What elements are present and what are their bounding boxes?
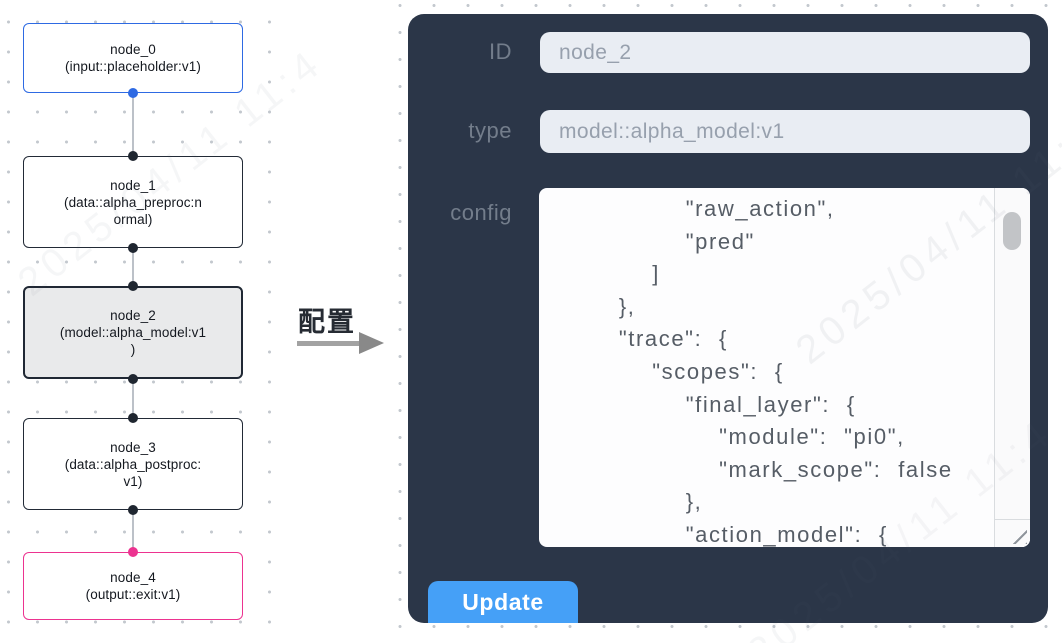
config-annotation-label: 配置 bbox=[298, 307, 356, 337]
handle-node1-source[interactable] bbox=[128, 243, 138, 253]
handle-node0-source[interactable] bbox=[128, 88, 138, 98]
handle-node2-target[interactable] bbox=[128, 281, 138, 291]
arrow-right-icon-head bbox=[359, 332, 384, 354]
edge-node3-node4 bbox=[132, 510, 134, 552]
handle-node4-target[interactable] bbox=[128, 547, 138, 557]
type-input[interactable] bbox=[540, 110, 1030, 153]
node-config-panel: ID type config "raw_action", "pred" ] },… bbox=[408, 14, 1048, 623]
edge-node0-node1 bbox=[132, 93, 134, 156]
handle-node1-target[interactable] bbox=[128, 151, 138, 161]
handle-node3-target[interactable] bbox=[128, 413, 138, 423]
node-node_2-selected[interactable]: node_2 (model::alpha_model:v1 ) bbox=[23, 286, 243, 379]
config-scrollbar-corner bbox=[995, 519, 1030, 547]
type-field-label: type bbox=[468, 118, 512, 143]
config-field-label: config bbox=[450, 200, 512, 225]
handle-node3-source[interactable] bbox=[128, 505, 138, 515]
id-input[interactable] bbox=[540, 32, 1030, 73]
flow-canvas[interactable]: node_0 (input::placeholder:v1) node_1 (d… bbox=[0, 0, 277, 643]
update-button[interactable]: Update bbox=[428, 581, 578, 623]
handle-node2-source[interactable] bbox=[128, 374, 138, 384]
edge-node2-node3 bbox=[132, 379, 134, 418]
resize-handle-icon[interactable] bbox=[1011, 528, 1027, 544]
node-node_0[interactable]: node_0 (input::placeholder:v1) bbox=[23, 23, 243, 93]
arrow-right-icon bbox=[297, 341, 360, 346]
config-textarea-wrapper: "raw_action", "pred" ] }, "trace": { "sc… bbox=[539, 188, 1030, 547]
config-textarea[interactable]: "raw_action", "pred" ] }, "trace": { "sc… bbox=[618, 196, 953, 547]
node-node_1[interactable]: node_1 (data::alpha_preproc:n ormal) bbox=[23, 156, 243, 248]
node-node_4[interactable]: node_4 (output::exit:v1) bbox=[23, 552, 243, 620]
edge-node1-node2 bbox=[132, 248, 134, 286]
node-node_3[interactable]: node_3 (data::alpha_postproc: v1) bbox=[23, 418, 243, 510]
config-scrollbar-track[interactable] bbox=[994, 188, 1030, 547]
config-scrollbar-thumb[interactable] bbox=[1003, 212, 1021, 250]
id-field-label: ID bbox=[489, 39, 512, 64]
